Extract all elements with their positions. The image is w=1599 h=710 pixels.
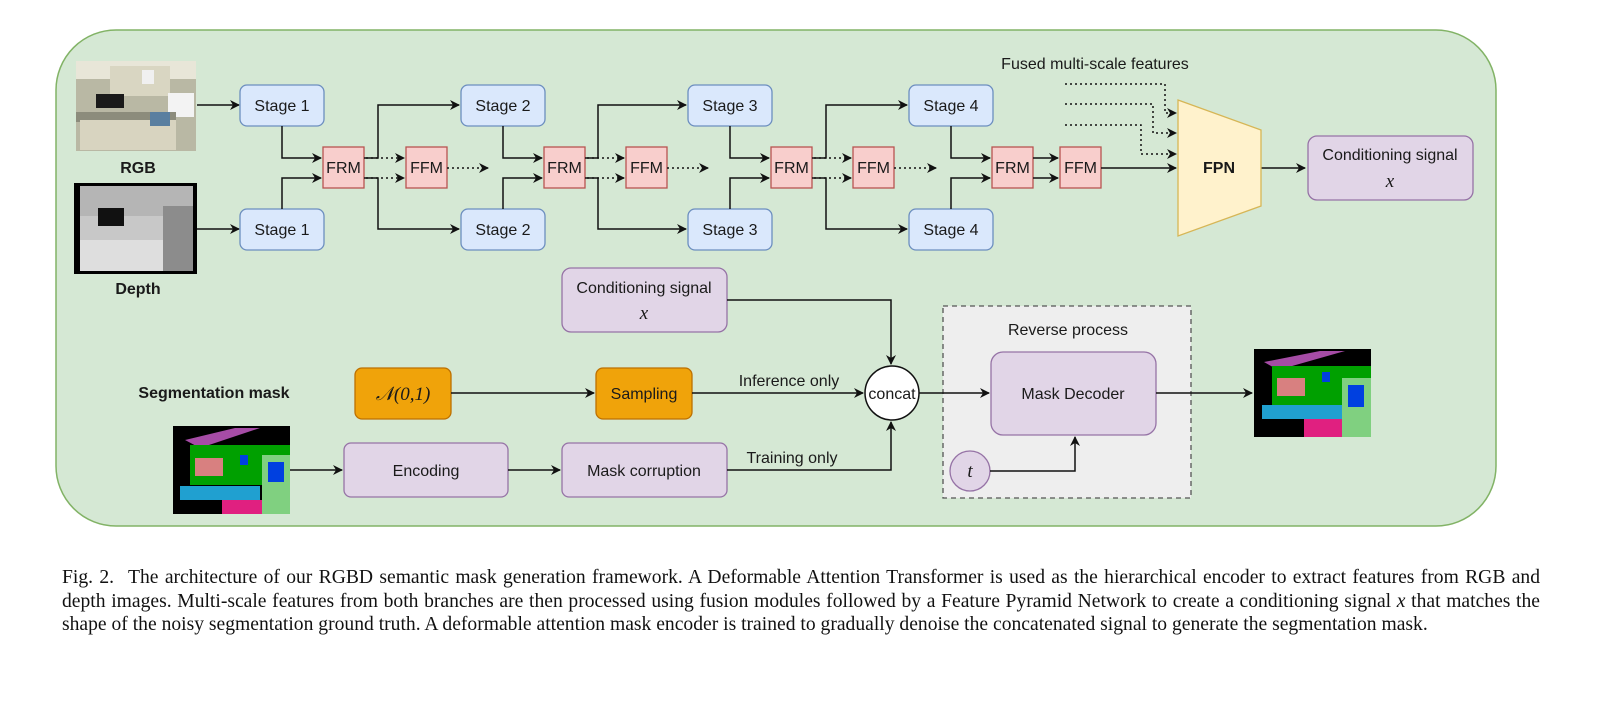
mask-decoder-block: Mask Decoder: [990, 351, 1157, 436]
caption-symbol: x: [1396, 590, 1406, 612]
ffm-block-1: FFM: [405, 146, 448, 189]
frm-block-1: FRM: [322, 146, 365, 189]
rgb-stage-2: Stage 2: [460, 84, 546, 127]
svg-text:x: x: [1385, 171, 1395, 192]
noise-block: 𝒩(0,1): [354, 367, 452, 420]
svg-text:Mask corruption: Mask corruption: [587, 463, 701, 480]
svg-text:Reverse process: Reverse process: [1008, 322, 1128, 339]
conditioning-signal-input: Conditioning signal x: [561, 267, 728, 333]
svg-text:Encoding: Encoding: [393, 463, 460, 480]
svg-text:FFM: FFM: [630, 160, 663, 177]
training-only-label: Training only: [746, 450, 837, 467]
svg-text:Mask Decoder: Mask Decoder: [1021, 386, 1125, 403]
encoding-block: Encoding: [343, 442, 509, 498]
rgb-stage-4: Stage 4: [908, 84, 994, 127]
concat-node: concat: [864, 365, 920, 421]
conditioning-signal-output: Conditioning signal x: [1307, 135, 1474, 201]
ffm-block-3: FFM: [852, 146, 895, 189]
architecture-diagram: RGB Depth Stage 1 Stage 2 Stage 3 Stage …: [55, 29, 1497, 527]
depth-stage-2: Stage 2: [460, 208, 546, 251]
dotted-connectors: [366, 83, 1177, 183]
depth-image: [74, 183, 197, 274]
sampling-block: Sampling: [595, 367, 693, 420]
fused-features-label: Fused multi-scale features: [1001, 56, 1189, 73]
depth-stage-3: Stage 3: [687, 208, 773, 251]
rgb-label: RGB: [120, 160, 156, 177]
svg-text:Conditioning signal: Conditioning signal: [1322, 147, 1457, 164]
svg-text:Stage 2: Stage 2: [475, 98, 530, 115]
svg-text:FRM: FRM: [774, 160, 809, 177]
rgb-image: [76, 61, 196, 151]
svg-text:Sampling: Sampling: [611, 386, 678, 403]
svg-text:Stage 1: Stage 1: [254, 222, 309, 239]
svg-text:FFM: FFM: [857, 160, 890, 177]
ffm-block-4: FFM: [1059, 146, 1102, 189]
svg-text:x: x: [639, 303, 649, 324]
svg-text:Stage 4: Stage 4: [923, 98, 978, 115]
svg-text:FRM: FRM: [547, 160, 582, 177]
svg-text:𝒩(0,1): 𝒩(0,1): [376, 384, 431, 405]
svg-text:FFM: FFM: [1064, 160, 1097, 177]
svg-text:t: t: [967, 461, 973, 482]
segmentation-gt-image: [173, 426, 290, 514]
inference-only-label: Inference only: [739, 373, 840, 390]
svg-text:FRM: FRM: [995, 160, 1030, 177]
timestep-node: t: [949, 450, 991, 492]
svg-text:Stage 4: Stage 4: [923, 222, 978, 239]
caption-text-1: The architecture of our RGBD semantic ma…: [62, 567, 1540, 612]
rgb-stage-1: Stage 1: [239, 84, 325, 127]
figure-caption: Fig. 2.The architecture of our RGBD sema…: [62, 566, 1540, 637]
frm-block-4: FRM: [991, 146, 1034, 189]
svg-text:Stage 1: Stage 1: [254, 98, 309, 115]
svg-text:Stage 2: Stage 2: [475, 222, 530, 239]
fpn-block: FPN: [1177, 99, 1262, 237]
ffm-block-2: FFM: [625, 146, 668, 189]
diffusion-connectors: [290, 299, 1253, 475]
frm-block-3: FRM: [770, 146, 813, 189]
svg-text:Stage 3: Stage 3: [702, 98, 757, 115]
mask-corruption-block: Mask corruption: [561, 442, 728, 498]
svg-text:FPN: FPN: [1203, 160, 1235, 177]
segmentation-output-image: [1254, 349, 1371, 437]
depth-stage-1: Stage 1: [239, 208, 325, 251]
frm-block-2: FRM: [543, 146, 586, 189]
svg-text:Stage 3: Stage 3: [702, 222, 757, 239]
caption-text-2: that matches the shape of the noisy segm…: [62, 590, 1540, 636]
depth-stage-4: Stage 4: [908, 208, 994, 251]
figure-number: Fig. 2.: [62, 567, 115, 588]
depth-label: Depth: [115, 281, 160, 298]
rgb-stage-3: Stage 3: [687, 84, 773, 127]
svg-text:FFM: FFM: [410, 160, 443, 177]
svg-text:concat: concat: [868, 386, 916, 403]
segmentation-mask-label: Segmentation mask: [138, 385, 289, 402]
svg-text:FRM: FRM: [326, 160, 361, 177]
svg-text:Conditioning signal: Conditioning signal: [576, 280, 711, 297]
